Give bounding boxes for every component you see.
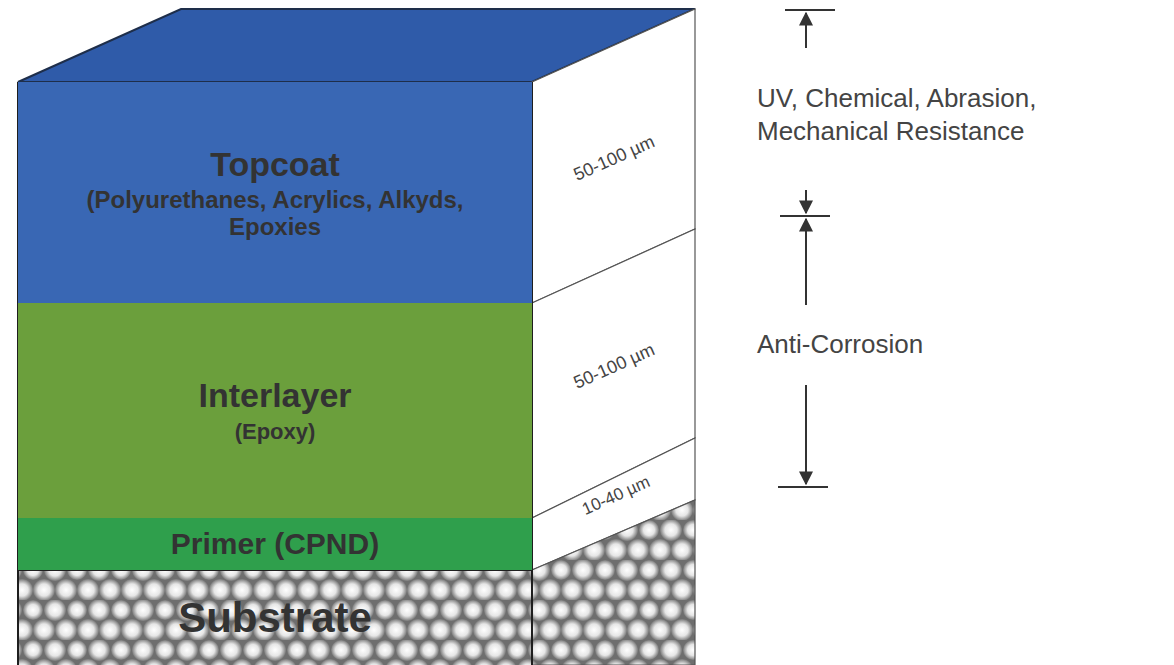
- layer-material: (Epoxy): [235, 420, 316, 445]
- thickness-label: 50-100 µm: [570, 338, 658, 394]
- layer-material: (Polyurethanes, Acrylics, Alkyds, Epoxie…: [75, 187, 475, 241]
- substrate-texture: [18, 570, 532, 665]
- function-label: UV, Chemical, Abrasion, Mechanical Resis…: [757, 82, 1157, 147]
- dimension-lines: [778, 10, 835, 487]
- topcoat-layer: Topcoat (Polyurethanes, Acrylics, Alkyds,…: [18, 82, 532, 303]
- layer-name: Substrate: [178, 594, 372, 641]
- interlayer-layer: Interlayer (Epoxy): [18, 303, 532, 518]
- thickness-label: 50-100 µm: [570, 130, 658, 186]
- substrate-layer: Substrate: [18, 570, 532, 665]
- function-label: Anti-Corrosion: [757, 328, 1157, 361]
- thickness-label: 10-40 µm: [579, 472, 654, 521]
- layer-name: Interlayer: [198, 376, 351, 414]
- front-outline: [18, 82, 532, 665]
- layer-name: Topcoat: [210, 145, 340, 183]
- primer-layer: Primer (CPND): [18, 518, 532, 570]
- substrate-side: [532, 500, 695, 665]
- layer-name: Primer (CPND): [171, 527, 379, 561]
